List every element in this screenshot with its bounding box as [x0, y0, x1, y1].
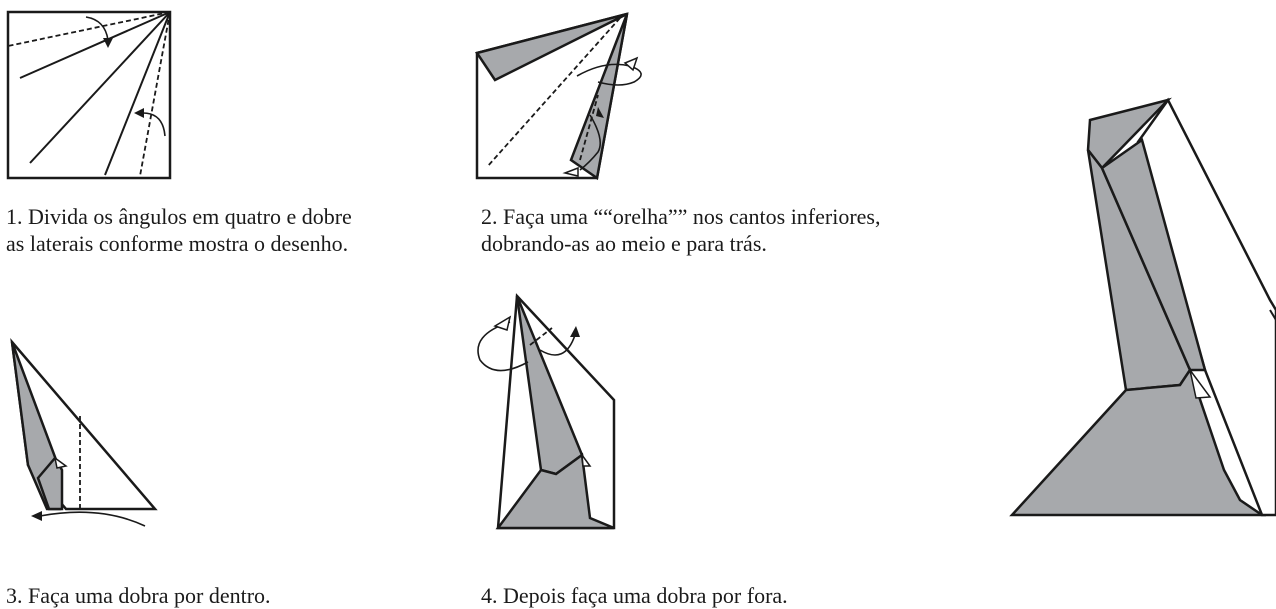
- arrowhead-left-icon: [134, 108, 144, 118]
- curved-arrow: [39, 511, 146, 527]
- curved-arrow-bottom: [142, 112, 166, 137]
- loop-arrow-bottom: [579, 114, 601, 171]
- shaded-neck-back: [1100, 137, 1207, 372]
- caption-line: 3. Faça uma dobra por dentro.: [6, 583, 271, 608]
- curved-arrow-right: [539, 334, 576, 356]
- step-4-figure: [477, 293, 616, 530]
- shaded-flap-top: [474, 12, 628, 82]
- arrowhead-up-icon: [596, 107, 604, 118]
- step-4-caption: 4. Depois faça uma dobra por fora.: [481, 582, 788, 609]
- dashed-diagonal: [486, 17, 621, 168]
- step-2-figure: [474, 12, 642, 181]
- caption-line: dobrando-as ao meio e para trás.: [481, 231, 767, 256]
- dashed-fold-bottom: [139, 11, 171, 177]
- open-arrowhead-icon: [581, 452, 592, 467]
- loop-arrow-top: [576, 63, 642, 86]
- shaded-flap-right: [569, 13, 629, 181]
- fold-line-1: [19, 11, 171, 79]
- dashed-ear: [579, 94, 599, 161]
- fold-line-3: [104, 11, 171, 176]
- arrowhead-left-icon: [31, 511, 42, 521]
- open-arrowhead-icon: [623, 56, 639, 72]
- step-2-caption: 2. Faça uma ““orelha”” nos cantos inferi…: [481, 203, 881, 257]
- step-3-figure: [10, 337, 158, 527]
- open-arrowhead-icon: [53, 456, 68, 469]
- arrowhead-up-icon: [570, 326, 580, 337]
- caption-line: 4. Depois faça uma dobra por fora.: [481, 583, 788, 608]
- finished-penguin-figure: [1009, 97, 1276, 517]
- shaded-bend: [36, 455, 64, 511]
- curved-arrow-top: [85, 16, 109, 41]
- open-arrowhead-left-icon: [493, 315, 512, 331]
- shaded-base: [495, 452, 615, 530]
- dashed-fold-top: [7, 11, 171, 47]
- open-flap-icon: [1189, 369, 1212, 399]
- shaded-feet: [1009, 367, 1267, 517]
- caption-line: as laterais conforme mostra o desenho.: [6, 231, 349, 256]
- caption-line: 1. Divida os ângulos em quatro e dobre: [6, 204, 352, 229]
- open-arrowhead-bottom-icon: [562, 166, 579, 177]
- dashed-head-fold: [529, 327, 553, 346]
- step-1-caption: 1. Divida os ângulos em quatro e dobre a…: [6, 203, 352, 257]
- step-3-caption: 3. Faça uma dobra por dentro.: [6, 582, 271, 609]
- step-1-figure: [6, 10, 172, 180]
- white-body: [1136, 97, 1276, 517]
- caption-line: 2. Faça uma ““orelha”” nos cantos inferi…: [481, 204, 881, 229]
- body-edge-line: [1269, 309, 1276, 321]
- fold-line-2: [29, 11, 171, 164]
- arrowhead-down-icon: [103, 38, 113, 48]
- loop-arrow-left: [477, 321, 529, 372]
